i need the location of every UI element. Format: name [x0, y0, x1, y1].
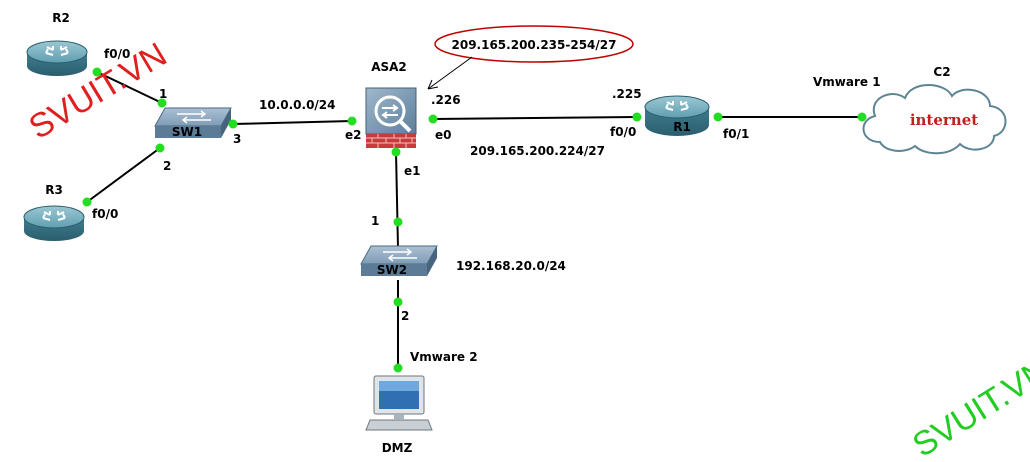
port-label: f0/0: [610, 125, 636, 139]
links: [86, 71, 862, 368]
pc-icon[interactable]: [365, 375, 433, 431]
watermark-right: SVUIT.VN: [906, 351, 1030, 462]
port-label: e1: [404, 164, 421, 178]
network-label-inside: 10.0.0.0/24: [259, 98, 336, 112]
port-label: e0: [435, 128, 452, 142]
switch-icon[interactable]: [360, 245, 438, 276]
link-asa-r1: [432, 116, 638, 120]
port-label: 1: [371, 214, 379, 228]
port-label: f0/0: [92, 207, 118, 221]
router-icon[interactable]: [26, 40, 88, 76]
device-label-r2: R2: [52, 11, 70, 25]
link-sw1-asa: [232, 120, 353, 125]
cloud-icon[interactable]: [862, 84, 1007, 155]
nat-pool-callout: 209.165.200.235-254/27: [427, 25, 634, 90]
switch-icon[interactable]: [154, 107, 232, 138]
port-label: f0/1: [723, 127, 749, 141]
link-asa-sw2: [395, 151, 399, 249]
port-label: 3: [233, 132, 241, 146]
device-label-sw1: SW1: [172, 125, 202, 139]
firewall-icon[interactable]: [365, 87, 417, 148]
network-label-outside: 209.165.200.224/27: [470, 144, 605, 158]
link-endpoints: [82, 67, 867, 373]
port-label: 2: [401, 309, 409, 323]
device-label-cloud: C2: [933, 65, 950, 79]
link-label-vmware1: Vmware 1: [813, 75, 881, 89]
device-label-dmz: DMZ: [382, 441, 413, 455]
nat-pool-label: 209.165.200.235-254/27: [452, 38, 617, 52]
device-label-r3: R3: [45, 183, 63, 197]
link-r3-sw1: [86, 147, 161, 203]
router-icon[interactable]: [23, 205, 85, 241]
network-label-dmz: 192.168.20.0/24: [456, 259, 566, 273]
address-label-r1: .225: [612, 87, 642, 101]
port-label: e2: [345, 128, 362, 142]
link-r2-sw1: [96, 71, 163, 104]
router-icon[interactable]: [644, 95, 710, 136]
device-label-r1: R1: [673, 120, 691, 134]
port-label: 2: [163, 159, 171, 173]
device-label-sw2: SW2: [377, 263, 407, 277]
address-label-asa: .226: [431, 93, 461, 107]
link-label-vmware2: Vmware 2: [410, 350, 478, 364]
cloud-text: internet: [910, 111, 978, 129]
port-label: f0/0: [104, 47, 130, 61]
device-label-asa: ASA2: [371, 60, 407, 74]
port-label: 1: [159, 87, 167, 101]
